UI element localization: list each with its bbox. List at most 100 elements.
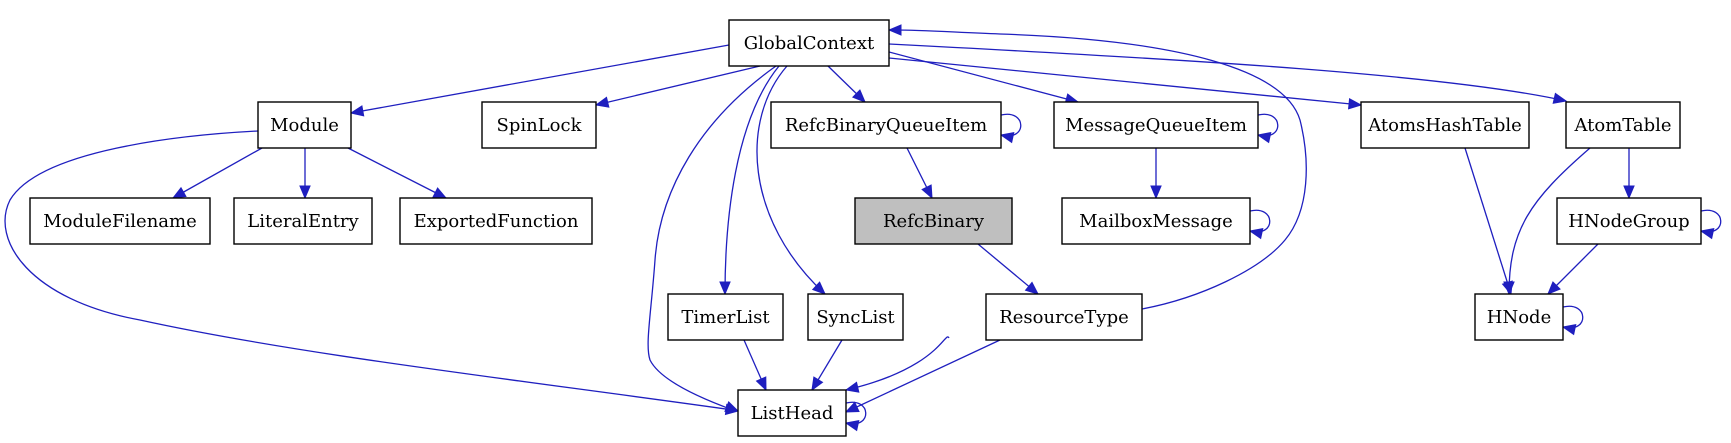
node-label: LiteralEntry [247, 211, 359, 232]
node-box [807, 293, 904, 341]
node-box [854, 197, 1013, 245]
edge-synclist-to-listhead [811, 339, 843, 392]
edge-arrowhead [1547, 281, 1561, 295]
edge-line [1562, 305, 1584, 329]
node-timerlist[interactable]: TimerList [667, 293, 784, 341]
edge-arrowhead [1503, 281, 1515, 296]
edge-arrowhead [1552, 92, 1568, 104]
node-box [737, 389, 847, 437]
node-globalcontext[interactable]: GlobalContext [728, 19, 890, 67]
edge-arrowhead [432, 187, 448, 199]
edge-resourcetype-to-globalcontext [887, 24, 1307, 310]
node-refcbinaryqueueitem[interactable]: RefcBinaryQueueItem [770, 101, 1002, 149]
node-atomtable[interactable]: AtomTable [1565, 101, 1681, 149]
edge-arrowhead [852, 89, 866, 103]
edge-line [1508, 147, 1591, 295]
node-listhead[interactable]: ListHead [737, 389, 847, 437]
edge-line [347, 147, 447, 199]
node-box [1061, 197, 1251, 245]
node-label: MailboxMessage [1079, 211, 1233, 232]
edge-arrowhead [1623, 185, 1635, 200]
edge-arrowhead [1150, 185, 1162, 200]
edge-arrowhead [1256, 131, 1272, 144]
edge-refcbinary-to-resourcetype [977, 243, 1039, 295]
edge-messagequeueitem-to-messagequeueitem [1256, 113, 1279, 144]
edge-arrowhead [755, 376, 767, 392]
edge-timerlist-to-listhead [743, 339, 767, 392]
node-spinlock[interactable]: SpinLock [481, 101, 597, 149]
edge-line [350, 44, 730, 114]
node-label: RefcBinaryQueueItem [785, 115, 987, 136]
edge-globalcontext-to-messagequeueitem [888, 51, 1080, 105]
node-box [481, 101, 597, 149]
node-resourcetype[interactable]: ResourceType [985, 293, 1143, 341]
node-hnodegroup[interactable]: HNodeGroup [1556, 197, 1702, 245]
node-module[interactable]: Module [257, 101, 352, 149]
node-messagequeueitem[interactable]: MessageQueueItem [1053, 101, 1259, 149]
edge-line [888, 43, 1567, 102]
node-label: ModuleFilename [43, 211, 197, 232]
edge-line [595, 65, 761, 106]
node-box [399, 197, 593, 245]
edge-arrowhead [724, 403, 740, 416]
edge-arrowhead [349, 105, 365, 117]
edges-layer [4, 24, 1722, 432]
edge-line [1464, 147, 1512, 295]
node-box [728, 19, 890, 67]
edge-module-to-listhead [4, 130, 740, 416]
edge-globalcontext-to-listhead [647, 65, 777, 412]
node-box [233, 197, 373, 245]
node-synclist[interactable]: SyncList [807, 293, 904, 341]
edge-arrowhead [1561, 323, 1577, 336]
node-label: ResourceType [999, 307, 1129, 328]
edge-line [888, 57, 1362, 106]
edge-refcbinaryqueueitem-to-refcbinary [906, 147, 933, 200]
node-label: ExportedFunction [414, 211, 579, 232]
edge-refcbinary-to-listhead [844, 336, 950, 393]
node-box [667, 293, 784, 341]
node-label: HNode [1487, 307, 1551, 328]
node-label: AtomTable [1573, 115, 1671, 136]
edge-arrowhead [1248, 227, 1264, 240]
edge-line [845, 336, 950, 391]
node-exportedfunction[interactable]: ExportedFunction [399, 197, 593, 245]
edge-arrowhead [844, 419, 860, 432]
edge-atomtable-to-hnodegroup [1623, 148, 1635, 200]
edge-line [647, 65, 777, 411]
edge-resourcetype-to-listhead [844, 339, 1001, 413]
node-hnode[interactable]: HNode [1474, 293, 1564, 341]
edge-arrowhead [1699, 227, 1715, 240]
node-label: SyncList [816, 307, 895, 328]
node-literalentry[interactable]: LiteralEntry [233, 197, 373, 245]
node-label: TimerList [681, 307, 770, 328]
edge-listhead-to-listhead [844, 401, 867, 432]
edge-arrowhead [844, 381, 860, 393]
node-label: AtomsHashTable [1367, 115, 1522, 136]
edge-line [4, 130, 734, 411]
edge-module-to-literalentry [299, 148, 311, 200]
edge-arrowhead [719, 281, 731, 296]
node-modulefilename[interactable]: ModuleFilename [29, 197, 211, 245]
edge-module-to-modulefilename [171, 147, 263, 199]
node-box [257, 101, 352, 149]
node-refcbinary[interactable]: RefcBinary [854, 197, 1013, 245]
edge-line [1700, 209, 1722, 233]
edge-globalcontext-to-spinlock [594, 65, 761, 108]
edge-hnode-to-hnode [1561, 305, 1584, 336]
edge-arrowhead [594, 96, 610, 108]
edge-globalcontext-to-atomshashtable [888, 57, 1363, 110]
node-box [770, 101, 1002, 149]
edge-line [724, 65, 780, 295]
node-box [29, 197, 211, 245]
edge-line [756, 65, 826, 295]
edge-line [845, 339, 1001, 413]
node-box [1556, 197, 1702, 245]
edge-globalcontext-to-timerlist [719, 65, 780, 296]
node-atomshashtable[interactable]: AtomsHashTable [1360, 101, 1530, 149]
node-label: HNodeGroup [1568, 211, 1689, 232]
edge-line [1257, 113, 1279, 137]
edge-arrowhead [171, 186, 187, 199]
node-mailboxmessage[interactable]: MailboxMessage [1061, 197, 1251, 245]
node-label: MessageQueueItem [1065, 115, 1247, 136]
